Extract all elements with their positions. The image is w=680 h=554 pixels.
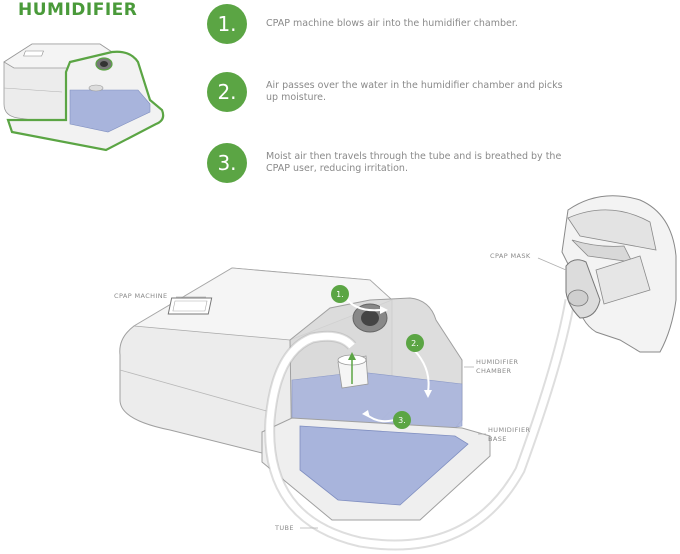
diagram-badge-1 (331, 285, 349, 303)
tube (264, 299, 576, 551)
step-2-badge: 2. (207, 72, 247, 112)
label-humidifier-chamber-line1: HUMIDIFIER (476, 358, 519, 366)
diagram-badges: 1. 2. 3. (331, 285, 424, 429)
page-title: HUMIDIFIER (18, 0, 138, 20)
step-3-text: Moist air then travels through the tube … (266, 151, 562, 174)
step-1-badge: 1. (207, 4, 247, 44)
diagram-badge-3 (393, 411, 411, 429)
user-head-with-mask (561, 195, 677, 353)
label-cpap-machine: CPAP MACHINE (114, 292, 168, 300)
step-3: 3. Moist air then travels through the tu… (207, 143, 587, 183)
label-humidifier-base: HUMIDIFIER BASE (488, 426, 530, 444)
thumbnail-humidifier-highlight (6, 50, 165, 152)
label-tube: TUBE (275, 524, 294, 532)
humidifier-base (261, 417, 491, 521)
diagram-badge-2-label: 2. (411, 339, 419, 348)
step-1-text: CPAP machine blows air into the humidifi… (266, 18, 518, 29)
step-2-text: Air passes over the water in the humidif… (266, 80, 563, 103)
diagram-badge-2 (406, 334, 424, 352)
label-cpap-mask: CPAP MASK (490, 252, 531, 260)
label-humidifier-chamber: HUMIDIFIER CHAMBER (476, 358, 518, 376)
label-humidifier-base-line2: BASE (488, 435, 507, 443)
label-humidifier-base-line1: HUMIDIFIER (488, 426, 531, 434)
diagram-badge-3-label: 3. (398, 416, 406, 425)
label-humidifier-chamber-line2: CHAMBER (476, 367, 512, 375)
step-1: 1. CPAP machine blows air into the humid… (207, 4, 587, 44)
step-2: 2. Air passes over the water in the humi… (207, 72, 587, 112)
step-3-badge: 3. (207, 143, 247, 183)
leader-lines (176, 257, 567, 529)
diagram-badge-1-label: 1. (336, 290, 344, 299)
